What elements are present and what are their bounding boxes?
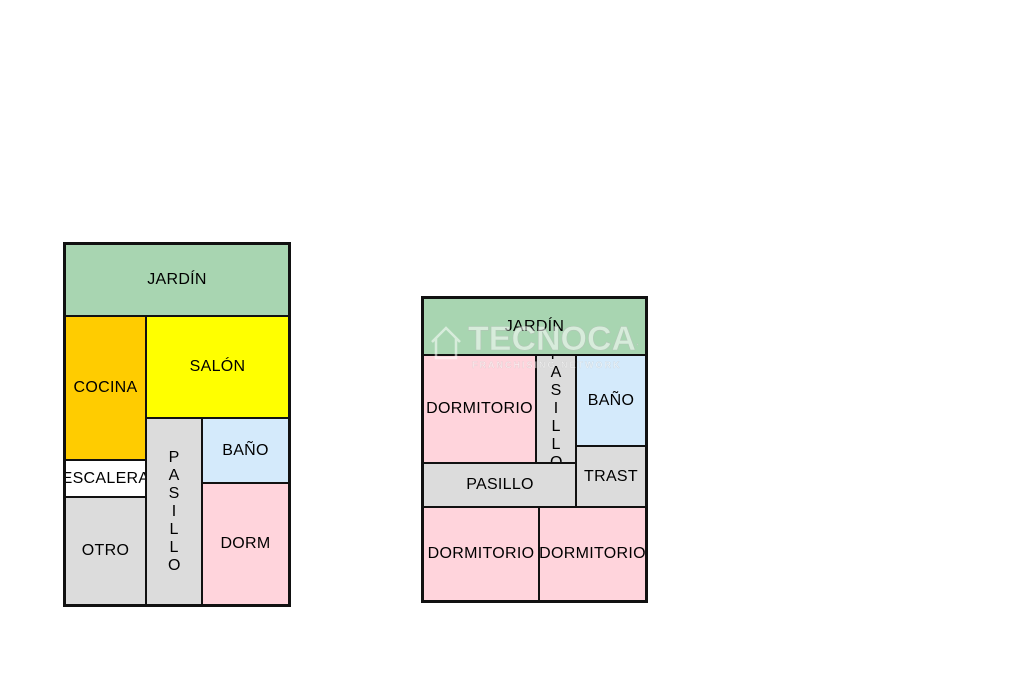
room-salon: SALÓN: [145, 315, 290, 419]
room-jardin-1: JARDÍN: [64, 243, 290, 317]
room-label: BAÑO: [222, 441, 269, 459]
room-label: OTRO: [81, 542, 130, 559]
room-label: PASILLO: [168, 448, 181, 574]
room-pasillo-horizontal: PASILLO: [422, 462, 578, 508]
room-jardin-2: JARDÍN: [422, 297, 647, 356]
room-label: DORMITORIO: [427, 545, 535, 562]
room-otro: OTRO: [64, 496, 147, 606]
room-escalera: ESCALERA: [64, 459, 147, 498]
room-label: SALÓN: [189, 358, 246, 375]
room-dormitorio-left: DORMITORIO: [422, 506, 540, 602]
room-trast: TRAST: [575, 445, 647, 508]
room-dormitorio-top: DORMITORIO: [422, 354, 537, 464]
room-cocina: COCINA: [64, 315, 147, 461]
room-pasillo-vertical: PASILLO: [535, 354, 577, 464]
room-bano-1: BAÑO: [201, 417, 290, 484]
room-pasillo-1: PASILLO: [145, 417, 203, 606]
room-label: PASILLO: [466, 476, 534, 493]
room-label: JARDÍN: [147, 271, 207, 288]
room-label: TRAST: [584, 467, 638, 485]
room-label: DORM: [220, 535, 271, 552]
room-label: JARDÍN: [504, 317, 565, 335]
room-dormitorio-right: DORMITORIO: [538, 506, 647, 602]
room-label: PASILLO: [550, 354, 563, 464]
room-label: DORMITORIO: [426, 400, 533, 417]
room-dorm: DORM: [201, 482, 290, 606]
room-label: BAÑO: [587, 391, 635, 409]
room-label: COCINA: [73, 379, 138, 396]
room-label: DORMITORIO: [539, 545, 646, 562]
room-label: ESCALERA: [64, 469, 147, 487]
room-bano-2: BAÑO: [575, 354, 647, 447]
